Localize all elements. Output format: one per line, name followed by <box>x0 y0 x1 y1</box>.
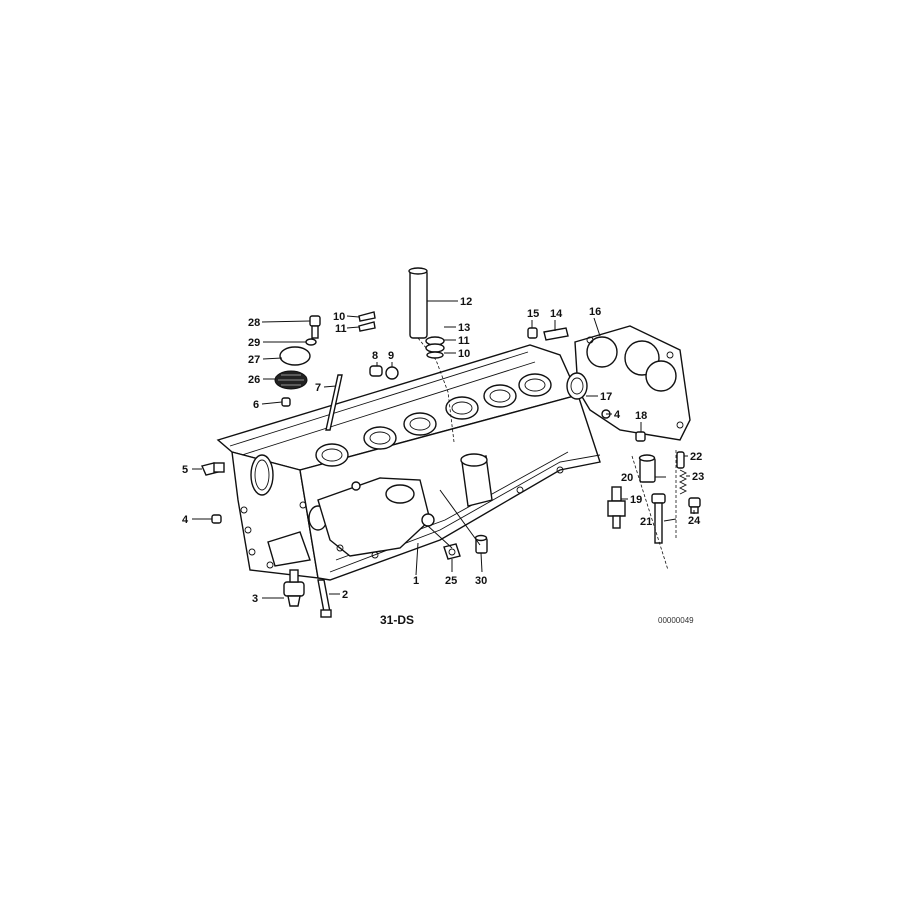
part-4-plug-left <box>211 514 222 524</box>
callout-11b: 11 <box>458 335 470 347</box>
callout-2: 2 <box>342 589 348 601</box>
part-20-piston <box>638 454 656 483</box>
part-14-sender <box>543 327 569 341</box>
callout-4a: 4 <box>182 514 189 526</box>
callout-19: 19 <box>630 494 642 506</box>
callout-13: 13 <box>458 322 470 334</box>
callout-22: 22 <box>690 451 702 463</box>
part-7-stud <box>325 374 343 431</box>
part-29-washer <box>305 338 317 346</box>
callout-11a: 11 <box>335 323 347 335</box>
callout-5: 5 <box>182 464 188 476</box>
callout-26: 26 <box>248 374 260 386</box>
part-22-pin <box>676 451 685 469</box>
callout-1: 1 <box>413 575 419 587</box>
part-16-gasket <box>574 325 691 441</box>
callout-25: 25 <box>445 575 457 587</box>
part-26-strainer <box>274 370 308 390</box>
part-8-plug <box>369 365 383 377</box>
part-3-engine-mount <box>283 569 305 607</box>
part-5-sender <box>201 462 225 476</box>
callout-4b: 4 <box>614 409 621 421</box>
cylinder-bores <box>315 373 552 467</box>
part-12-guide-tube <box>408 267 455 443</box>
callout-28: 28 <box>248 317 260 329</box>
part-19-valve <box>607 486 626 529</box>
callout-labels: 1 2 3 4 4 5 6 7 8 9 10 10 11 11 12 13 14… <box>182 296 704 605</box>
callout-18: 18 <box>635 410 647 422</box>
callout-16: 16 <box>589 306 601 318</box>
callout-8: 8 <box>372 350 378 362</box>
callout-7: 7 <box>315 382 321 394</box>
part-23-spring <box>678 469 688 495</box>
part-2-bolt <box>317 579 332 618</box>
part-18-plug <box>635 431 646 442</box>
callout-30: 30 <box>475 575 487 587</box>
parts-10-11-screws <box>358 311 376 332</box>
part-9-ring <box>385 366 399 380</box>
part-25-nut <box>443 543 461 560</box>
part-28-bolt <box>309 315 321 339</box>
part-27-cover <box>279 346 311 366</box>
callout-15: 15 <box>527 308 539 320</box>
diagram-reference-code: 31-DS <box>380 613 414 627</box>
callout-21: 21 <box>640 516 652 528</box>
part-30-sleeve <box>474 534 488 554</box>
engine-block <box>216 344 601 581</box>
callout-20: 20 <box>621 472 633 484</box>
leader-lines <box>192 300 695 599</box>
callout-12: 12 <box>460 296 472 308</box>
callout-10b: 10 <box>458 348 470 360</box>
callout-17: 17 <box>600 391 612 403</box>
callout-6: 6 <box>253 399 259 411</box>
callout-27: 27 <box>248 354 260 366</box>
part-21-bolt <box>651 493 666 544</box>
parts-13-11-10-rings <box>425 336 445 359</box>
callout-9: 9 <box>388 350 394 362</box>
callout-3: 3 <box>252 593 258 605</box>
callout-24: 24 <box>688 515 701 527</box>
part-17-seal <box>566 372 588 400</box>
callout-14: 14 <box>550 308 563 320</box>
document-number: 00000049 <box>658 616 694 625</box>
callout-10a: 10 <box>333 311 345 323</box>
part-6-plug <box>281 397 291 407</box>
part-15-fitting <box>527 327 538 339</box>
callout-29: 29 <box>248 337 260 349</box>
callout-23: 23 <box>692 471 704 483</box>
